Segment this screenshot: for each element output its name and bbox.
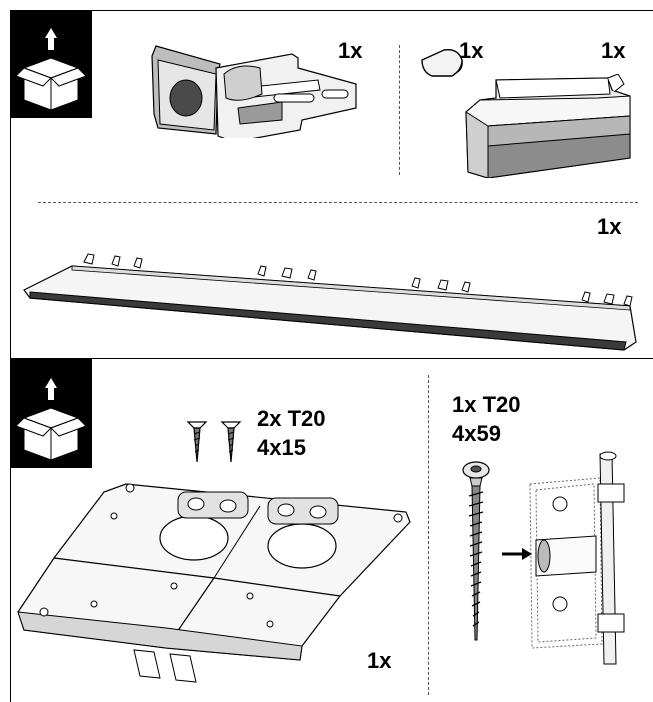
small-screws-line2: 4x15 [257,435,306,460]
clip-assembly-drawing [142,38,362,138]
section-divider [10,358,653,359]
unpack-box-icon [10,10,92,118]
long-screw-line2: 4x59 [452,421,501,446]
small-tab-drawing [418,46,466,80]
dashed-divider-top [38,202,638,203]
mounting-plate-drawing [14,478,412,684]
open-box-icon [15,378,87,461]
page-frame [10,10,653,702]
long-screw-drawing [460,460,494,644]
clip-assembly-qty: 1x [338,38,363,63]
long-screw-line1: 1x T20 [452,392,521,417]
rail-qty: 1x [597,214,622,239]
end-cap-qty: 1x [601,38,626,63]
small-screws-line1: 2x T20 [257,406,326,431]
rail-drawing [20,246,642,356]
end-cap-drawing [458,74,634,178]
dashed-divider-vertical-bottom [428,375,429,695]
unpack-box-icon-2 [10,358,92,468]
small-tab-qty: 1x [459,38,484,63]
dashed-divider-vertical-top [399,45,400,175]
hinge-detail-drawing [500,444,646,666]
open-box-icon [15,28,87,111]
plate-qty: 1x [367,648,392,673]
small-screws-drawing [186,418,246,466]
